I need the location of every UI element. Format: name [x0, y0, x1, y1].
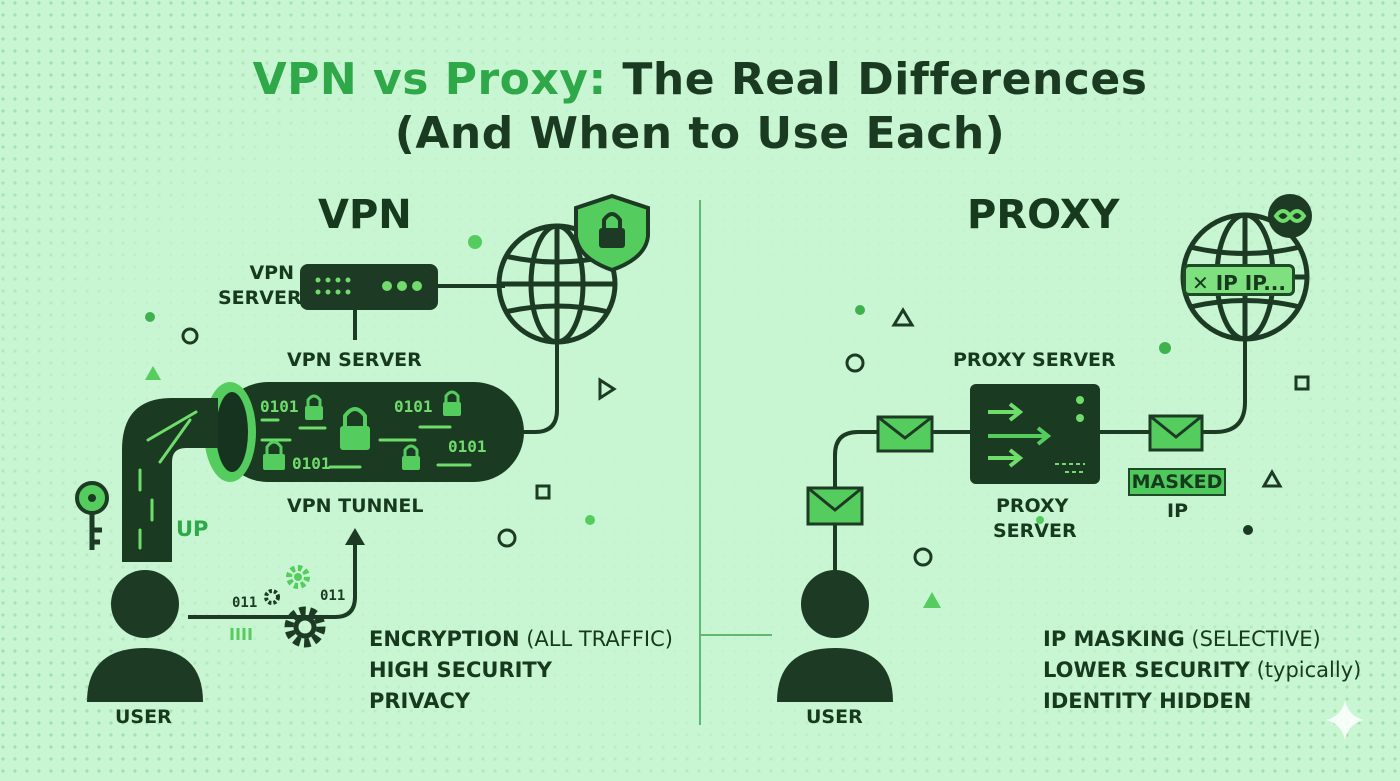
tunnel-lock-icon [340, 407, 370, 450]
tunnel-lock-icon [402, 444, 420, 470]
decor-triangle [1261, 468, 1283, 488]
envelope-icon [876, 415, 934, 453]
arrowhead-icon [345, 528, 365, 545]
up-label: UP [176, 517, 209, 541]
vpn-server-small-label: SERVER [218, 287, 302, 309]
tunnel-binary-text: 0101 [292, 454, 331, 473]
proxy-user-label: USER [806, 706, 863, 728]
vpn-feature-list: ENCRYPTION (ALL TRAFFIC) HIGH SECURITY P… [369, 624, 673, 717]
decor-circle [845, 353, 865, 373]
vpn-server-small-label: VPN [249, 262, 294, 284]
bars-icon [230, 628, 252, 640]
proxy-server-icon [970, 384, 1100, 484]
gear-icon [286, 565, 310, 589]
pipe-data-dashes [138, 410, 198, 550]
title-rest: The Real Differences [606, 54, 1148, 105]
decor-dot [585, 515, 595, 525]
vpn-user-label: USER [115, 706, 172, 728]
gear-icon [264, 589, 280, 605]
tunnel-lock-icon [263, 440, 285, 470]
page-title: VPN vs Proxy: The Real Differences [0, 54, 1400, 105]
globe-to-envelope-line [1200, 339, 1247, 434]
vpn-user-icon [87, 570, 203, 702]
proxy-user-icon [777, 570, 893, 702]
gear-icon [284, 606, 326, 648]
decor-circle [497, 528, 517, 548]
decor-dot [1243, 525, 1253, 535]
user-to-proxy-line [833, 430, 878, 572]
gear-bits-text: 011 [232, 595, 257, 611]
proxy-feature-item: IP MASKING (SELECTIVE) [1043, 627, 1321, 651]
tunnel-binary-text: 0101 [260, 397, 299, 416]
decor-dot [145, 312, 155, 322]
tunnel-lock-icon [443, 390, 461, 416]
tunnel-lock-icon [305, 394, 323, 420]
tunnel-data-dashes [260, 418, 472, 469]
decor-circle [181, 327, 199, 345]
tunnel-binary-text: 0101 [394, 397, 433, 416]
vpn-feature-item: HIGH SECURITY [369, 658, 552, 682]
masked-badge: MASKED [1128, 468, 1226, 496]
shield-lock-icon [574, 193, 650, 273]
envelope-icon [1148, 414, 1204, 452]
decor-dot [855, 305, 865, 315]
gear-bits-text: 011 [320, 588, 345, 604]
decor-triangle [145, 366, 161, 380]
decor-square [1294, 375, 1310, 391]
vpn-server-device-icon [300, 264, 438, 310]
title-accent: VPN vs Proxy: [252, 54, 607, 105]
decor-square [535, 484, 551, 500]
proxy-server-label: PROXY SERVER [953, 349, 1116, 371]
tunnel-pipe [122, 398, 218, 562]
decor-dot [1036, 516, 1044, 524]
decor-circle [913, 547, 933, 567]
decor-triangle [891, 307, 915, 327]
page-subtitle: (And When to Use Each) [394, 108, 1006, 159]
proxy-feature-list: IP MASKING (SELECTIVE) LOWER SECURITY (t… [1043, 624, 1361, 717]
decor-dot [1159, 342, 1171, 354]
decor-triangle [598, 377, 617, 401]
tunnel-binary-text: 0101 [448, 437, 487, 456]
key-icon [75, 481, 109, 550]
proxy-server-bottom-label: SERVER [993, 520, 1077, 542]
vpn-tunnel-label: VPN TUNNEL [287, 495, 424, 517]
envelope-icon [806, 486, 864, 526]
proxy-feature-item: IDENTITY HIDDEN [1043, 689, 1252, 713]
vpn-feature-item: ENCRYPTION (ALL TRAFFIC) [369, 627, 673, 651]
masked-ip-label: IP [1167, 500, 1188, 522]
mask-badge-icon [1268, 194, 1312, 238]
proxy-heading: PROXY [967, 192, 1120, 238]
vpn-feature-item: PRIVACY [369, 689, 471, 713]
ip-badge: ✕ IP IP... [1183, 264, 1295, 296]
vpn-server-label: VPN SERVER [287, 349, 422, 371]
decor-dot [468, 235, 482, 249]
sparkle-icon [1326, 700, 1364, 740]
user-to-tunnel-arrow [188, 543, 357, 619]
proxy-feature-item: LOWER SECURITY (typically) [1043, 658, 1362, 682]
proxy-server-bottom-label: PROXY [996, 495, 1069, 517]
vpn-heading: VPN [318, 192, 412, 238]
decor-triangle [923, 592, 941, 608]
globe-to-tunnel-line [506, 342, 559, 434]
